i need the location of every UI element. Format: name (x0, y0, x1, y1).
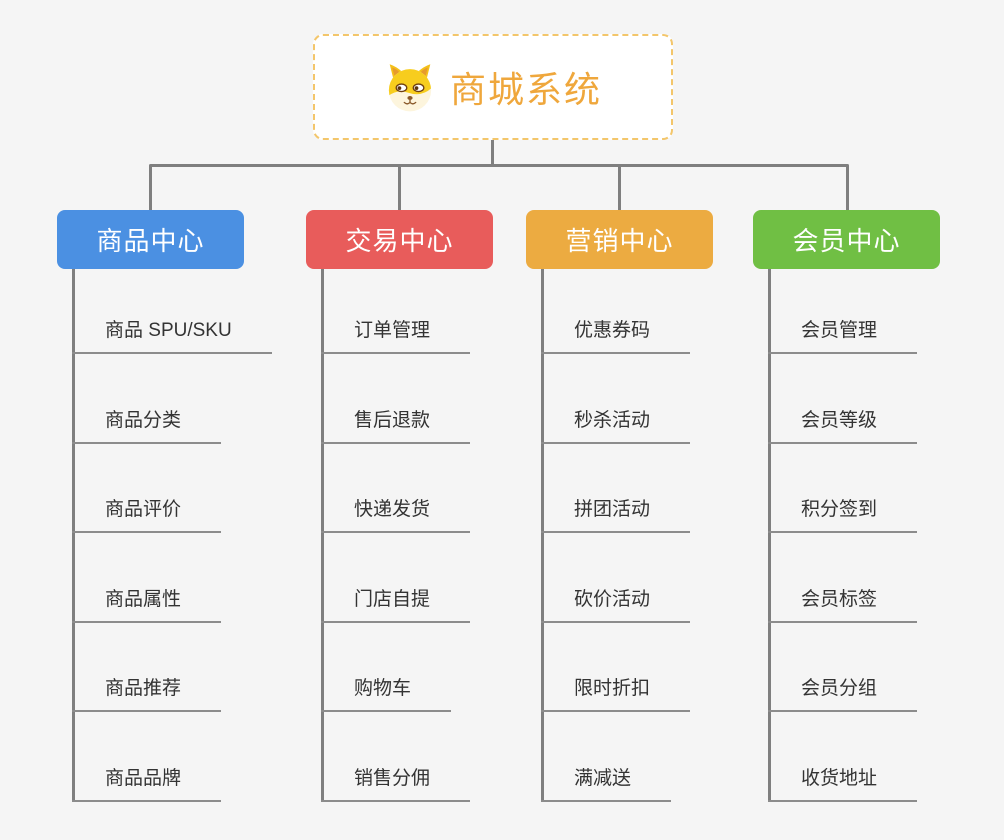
branch-header-member[interactable]: 会员中心 (753, 210, 940, 269)
branch-connector-line (321, 269, 324, 802)
node-item[interactable]: 满减送 (541, 764, 672, 802)
node-item[interactable]: 商品属性 (72, 585, 222, 623)
branch-member-center: 会员中心 会员管理 会员等级 积分签到 会员标签 会员分组 收货地址 (753, 210, 1004, 802)
node-item[interactable]: 秒杀活动 (541, 406, 691, 444)
branch-header-marketing[interactable]: 营销中心 (526, 210, 713, 269)
node-item[interactable]: 快递发货 (321, 495, 471, 533)
node-item[interactable]: 砍价活动 (541, 585, 691, 623)
connector-drop (846, 166, 849, 210)
node-item[interactable]: 订单管理 (321, 316, 471, 354)
node-item[interactable]: 商品评价 (72, 495, 222, 533)
node-item[interactable]: 会员管理 (768, 316, 918, 354)
root-stem-line (491, 140, 494, 166)
connector-drop (618, 166, 621, 210)
branch-header-product[interactable]: 商品中心 (57, 210, 244, 269)
node-item[interactable]: 商品 SPU/SKU (72, 316, 272, 354)
root-title: 商城系统 (449, 69, 602, 110)
node-item[interactable]: 会员标签 (768, 585, 918, 623)
node-item[interactable]: 销售分佣 (321, 764, 471, 802)
connector-bar (149, 164, 849, 167)
branch-connector-line (541, 269, 544, 802)
node-item[interactable]: 会员分组 (768, 674, 918, 712)
node-item[interactable]: 会员等级 (768, 406, 918, 444)
root-node[interactable]: 商城系统 (313, 34, 673, 140)
branch-connector-line (768, 269, 771, 802)
node-item[interactable]: 门店自提 (321, 585, 471, 623)
node-item[interactable]: 商品分类 (72, 406, 222, 444)
branch-connector-line (72, 269, 75, 802)
node-item[interactable]: 购物车 (321, 674, 452, 712)
node-item[interactable]: 优惠券码 (541, 316, 691, 354)
node-item[interactable]: 拼团活动 (541, 495, 691, 533)
node-item[interactable]: 商品推荐 (72, 674, 222, 712)
node-item[interactable]: 售后退款 (321, 406, 471, 444)
branch-trade-center: 交易中心 订单管理 售后退款 快递发货 门店自提 购物车 销售分佣 (306, 210, 566, 802)
branch-header-trade[interactable]: 交易中心 (306, 210, 493, 269)
branch-marketing-center: 营销中心 优惠券码 秒杀活动 拼团活动 砍价活动 限时折扣 满减送 (526, 210, 786, 802)
connector-drop (149, 166, 152, 210)
branch-product-center: 商品中心 商品 SPU/SKU 商品分类 商品评价 商品属性 商品推荐 商品品牌 (57, 210, 317, 802)
node-item[interactable]: 积分签到 (768, 495, 918, 533)
connector-drop (398, 166, 401, 210)
node-item[interactable]: 限时折扣 (541, 674, 691, 712)
node-item[interactable]: 收货地址 (768, 764, 918, 802)
dog-face-icon (388, 64, 432, 112)
node-item[interactable]: 商品品牌 (72, 764, 222, 802)
